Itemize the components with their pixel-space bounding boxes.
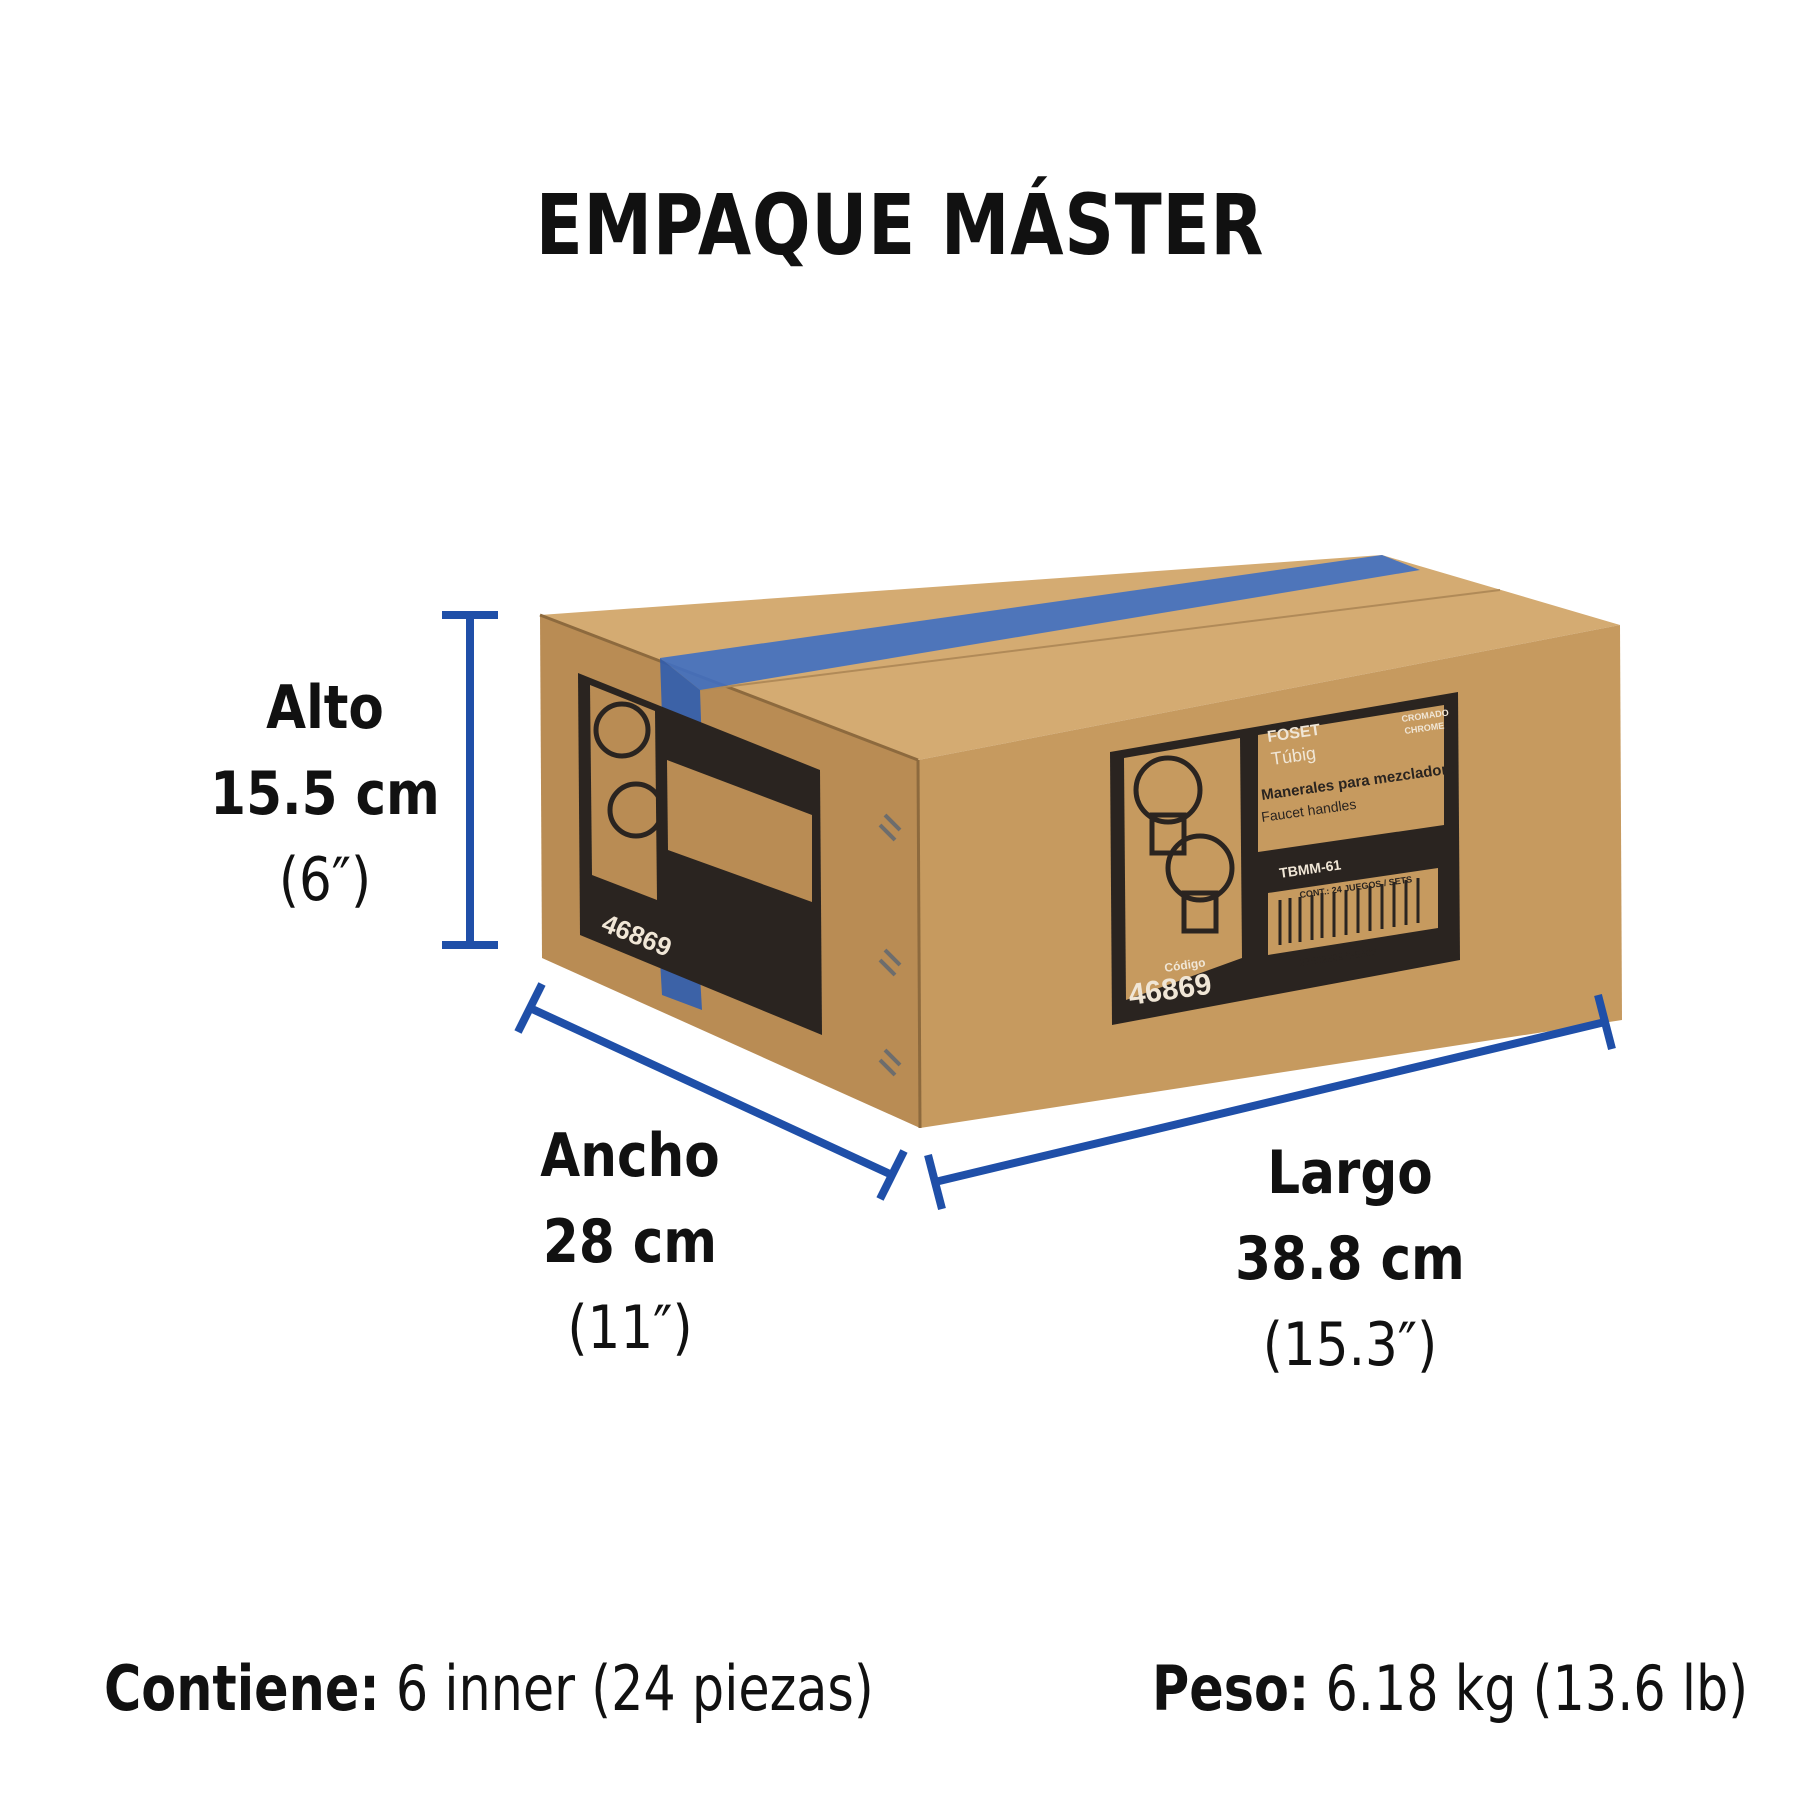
largo-value: 38.8 cm [1235,1224,1465,1294]
alto-label: Alto [266,673,384,743]
packing-tape [660,555,1420,690]
alto-dimension: Alto 15.5 cm (6″) [209,665,441,923]
ancho-dimension: Ancho 28 cm (11″) [518,1113,742,1371]
ancho-value: 28 cm [542,1207,718,1277]
length-dimension-marker [924,993,1616,1211]
contiene-label: Contiene: [104,1652,380,1725]
contents-info: Contiene: 6 inner (24 piezas) [104,1652,874,1725]
page-title: EMPAQUE MÁSTER [535,176,1265,274]
label-codigo-caption: Código [1163,955,1206,975]
faucet-handle-icon [1165,833,1235,903]
ancho-label: Ancho [540,1121,720,1191]
largo-imperial: (15.3″) [1262,1310,1438,1380]
front-product-label [1110,692,1460,1025]
box-top-face [540,555,1620,760]
largo-dimension: Largo 38.8 cm (15.3″) [1221,1130,1479,1388]
largo-label: Largo [1267,1138,1433,1208]
contiene-value: 6 inner (24 piezas) [395,1652,874,1725]
alto-imperial: (6″) [278,845,372,915]
ancho-imperial: (11″) [567,1293,693,1363]
side-product-label [578,673,822,1035]
peso-label: Peso: [1152,1652,1310,1725]
width-dimension-marker [514,982,908,1201]
faucet-handle-icon [1133,755,1203,825]
alto-value: 15.5 cm [210,759,440,829]
weight-info: Peso: 6.18 kg (13.6 lb) [1152,1652,1748,1725]
height-dimension-marker [442,611,498,949]
peso-value: 6.18 kg (13.6 lb) [1325,1652,1749,1725]
